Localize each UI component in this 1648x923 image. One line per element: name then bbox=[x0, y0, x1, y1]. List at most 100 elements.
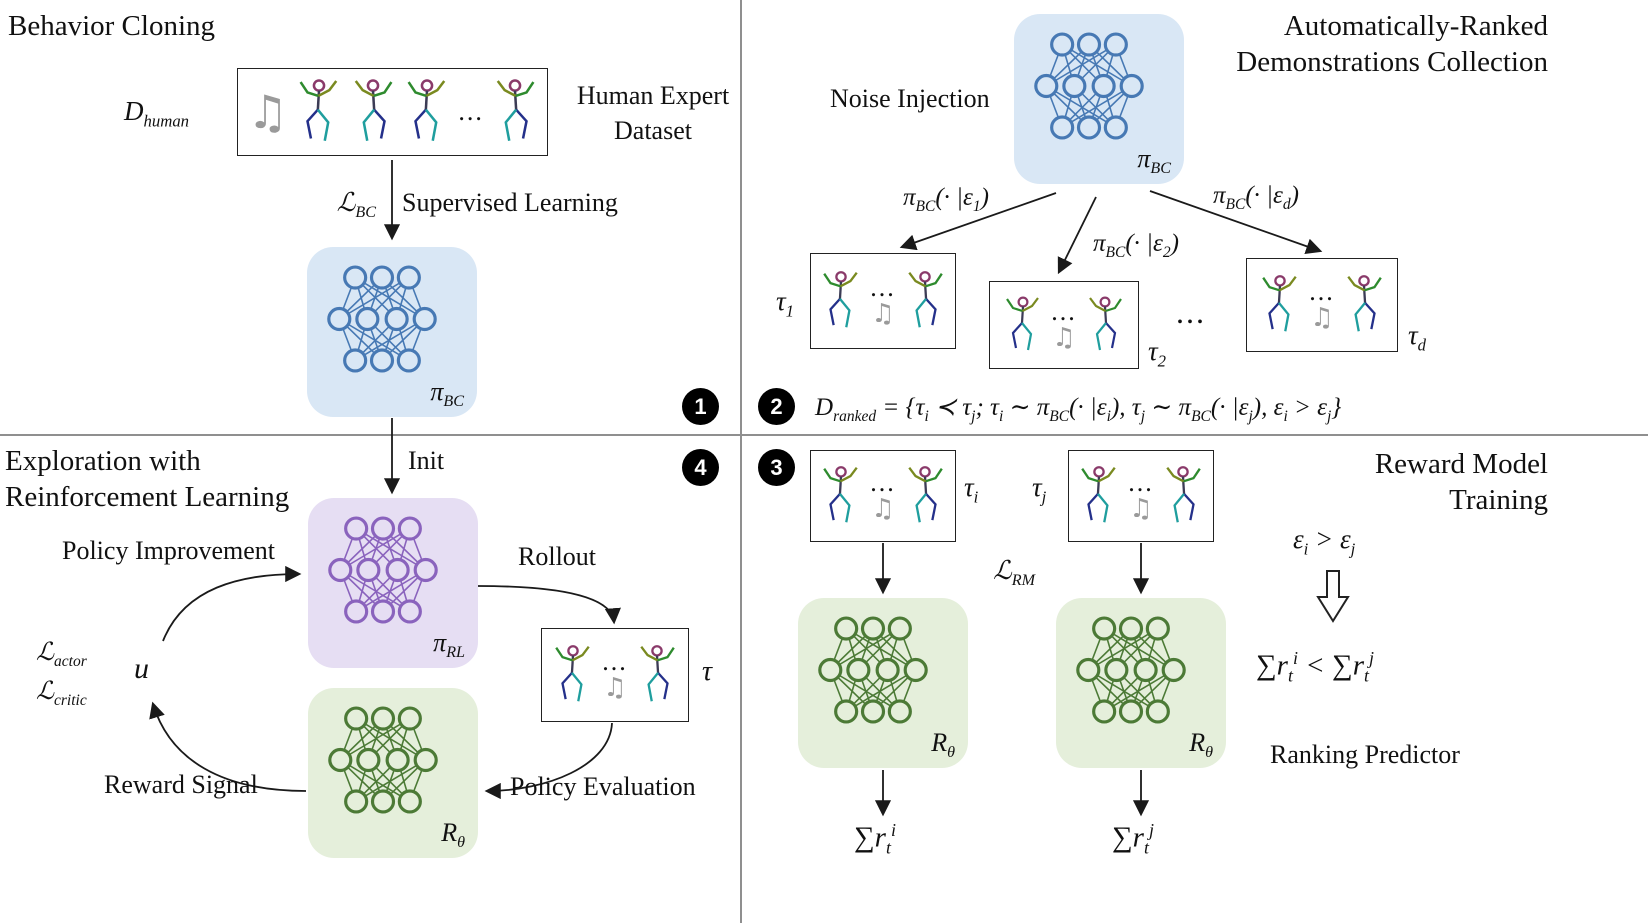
policy-evaluation-label: Policy Evaluation bbox=[510, 772, 696, 801]
ellipsis-text: ... bbox=[1176, 294, 1206, 330]
step-badge-2: 2 bbox=[758, 388, 795, 425]
trajectory-middle: ... ♫ bbox=[1309, 277, 1335, 333]
neural-network-icon bbox=[1034, 32, 1144, 140]
dancer-skeleton-icon bbox=[407, 79, 446, 143]
behavior-cloning-title: Behavior Cloning bbox=[8, 10, 216, 42]
traj-j-label: τj bbox=[1032, 472, 1047, 507]
music-note-icon: ♫ bbox=[247, 85, 289, 139]
rollout-trajectory-label: τ bbox=[702, 656, 713, 687]
trajectory-box-1: ... ♫ bbox=[810, 253, 956, 349]
policy-improvement-label: Policy Improvement bbox=[62, 536, 276, 565]
trajectory-middle: ... ♫ bbox=[1128, 468, 1154, 524]
critic-loss-label: ℒcritic bbox=[36, 678, 87, 710]
bc-loss-label: ℒBC bbox=[336, 188, 376, 222]
music-note-icon: ♫ bbox=[871, 494, 895, 524]
trajectory-middle: ... ♫ bbox=[1051, 299, 1077, 352]
trajectory-middle: ... ♫ bbox=[870, 468, 896, 524]
reward-model-network-j: Rθ bbox=[1056, 598, 1226, 768]
neural-network-icon bbox=[327, 265, 437, 373]
dancer-skeleton-icon bbox=[907, 466, 943, 524]
neural-network-icon bbox=[328, 516, 438, 624]
trajectory-box-j: ... ♫ bbox=[1068, 450, 1214, 542]
reward-model-network-i: Rθ bbox=[798, 598, 968, 768]
branch-mid-label: πBC(· |ε2) bbox=[1093, 230, 1179, 261]
dancer-skeleton-icon bbox=[1088, 296, 1122, 352]
vertical-divider bbox=[740, 0, 742, 923]
music-note-icon: ♫ bbox=[1129, 494, 1153, 524]
rl-policy-network: πRL bbox=[308, 498, 478, 668]
rollout-arrow bbox=[477, 585, 621, 625]
dancer-skeleton-icon bbox=[823, 271, 859, 329]
human-dataset-caption: Human Expert Dataset bbox=[558, 78, 748, 148]
demos-collection-title-line1: Automatically-Ranked bbox=[1283, 10, 1548, 42]
ellipsis-text: ... bbox=[870, 273, 896, 302]
neural-network-icon bbox=[818, 616, 928, 724]
dancer-skeleton-icon bbox=[555, 645, 591, 703]
trajectory-middle: ... ♫ bbox=[870, 273, 896, 329]
supervised-learning-label: Supervised Learning bbox=[402, 188, 618, 217]
policy-improvement-arrow bbox=[162, 565, 302, 642]
actor-critic-losses: ℒactor ℒcritic bbox=[36, 634, 87, 713]
ellipsis-text: ... bbox=[870, 468, 896, 497]
dancer-skeleton-icon bbox=[1006, 296, 1040, 352]
rl-policy-label: πRL bbox=[433, 627, 465, 661]
neural-network-icon bbox=[328, 706, 438, 814]
u-label: u bbox=[134, 652, 149, 685]
noise-branch-mid-arrow bbox=[1057, 196, 1097, 275]
exploration-rl-title: Exploration with Reinforcement Learning bbox=[5, 443, 289, 516]
music-note-icon: ♫ bbox=[871, 299, 895, 329]
return-inequality-label: ∑rti < ∑rtj bbox=[1256, 648, 1374, 686]
reward-signal-label: Reward Signal bbox=[104, 770, 258, 799]
dancer-skeleton-icon bbox=[823, 466, 859, 524]
exploration-rl-title-line1: Exploration with bbox=[5, 445, 201, 477]
step-badge-3: 3 bbox=[758, 449, 795, 486]
dancer-skeleton-icon bbox=[1346, 275, 1382, 333]
noise-injection-label: Noise Injection bbox=[830, 84, 990, 113]
ellipsis-text: ... bbox=[1309, 277, 1335, 306]
traj-i-label: τi bbox=[964, 472, 979, 507]
demos-collection-title: Automatically-Ranked Demonstrations Coll… bbox=[1236, 8, 1548, 81]
hollow-down-arrow-icon bbox=[1316, 570, 1350, 623]
horizontal-divider bbox=[0, 434, 1648, 436]
sum-reward-j-label: ∑rtj bbox=[1112, 820, 1154, 858]
human-dataset-caption-line1: Human Expert bbox=[576, 81, 730, 110]
trajectory-box-i: ... ♫ bbox=[810, 450, 956, 542]
ellipsis-text: ... bbox=[1128, 468, 1154, 497]
reward-model-training-title-line1: Reward Model bbox=[1374, 448, 1548, 480]
trajectory-box-2: ... ♫ bbox=[989, 281, 1139, 369]
dancer-skeleton-icon bbox=[1262, 275, 1298, 333]
dancer-skeleton-icon bbox=[639, 645, 675, 703]
trajectory-middle: ... ♫ bbox=[602, 647, 628, 703]
rm-loss-label: ℒRM bbox=[993, 556, 1035, 590]
actor-loss-label: ℒactor bbox=[36, 639, 87, 670]
bc-policy-label-tr: πBC bbox=[1137, 143, 1171, 177]
exploration-rl-title-line2: Reinforcement Learning bbox=[5, 481, 290, 514]
reward-model-label-rl: Rθ bbox=[441, 817, 465, 851]
music-note-icon: ♫ bbox=[603, 673, 627, 703]
reward-model-training-title-line2: Training bbox=[1449, 484, 1548, 517]
reward-model-training-title: Reward Model Training bbox=[1375, 446, 1548, 519]
music-note-icon: ♫ bbox=[1310, 303, 1334, 333]
epsilon-condition-label: εi > εj bbox=[1293, 524, 1356, 559]
init-label: Init bbox=[408, 446, 445, 475]
reward-model-label-j: Rθ bbox=[1189, 727, 1213, 761]
ellipsis-text: ... bbox=[458, 97, 484, 126]
bc-policy-label: πBC bbox=[430, 376, 464, 410]
step-badge-4: 4 bbox=[682, 449, 719, 486]
branch-right-label: πBC(· |εd) bbox=[1213, 182, 1299, 213]
bc-policy-network: πBC bbox=[307, 247, 477, 417]
human-dataset-caption-line2: Dataset bbox=[614, 116, 692, 146]
neural-network-icon bbox=[1076, 616, 1186, 724]
reward-model-network-rl: Rθ bbox=[308, 688, 478, 858]
ranked-dataset-formula: Dranked = {τi ≺ τj; τi ∼ πBC(· |εi), τj … bbox=[815, 394, 1342, 425]
traj-d-label: τd bbox=[1408, 320, 1427, 355]
dancer-skeleton-icon bbox=[1165, 466, 1201, 524]
ellipsis-text: ... bbox=[602, 647, 628, 676]
dancer-skeleton-icon bbox=[299, 79, 338, 143]
rollout-label: Rollout bbox=[518, 542, 597, 571]
trajectory-box-d: ... ♫ bbox=[1246, 258, 1398, 352]
dancer-skeleton-icon bbox=[907, 271, 943, 329]
traj-2-label: τ2 bbox=[1148, 336, 1167, 371]
dancer-skeleton-icon bbox=[354, 79, 394, 143]
ranking-predictor-label: Ranking Predictor bbox=[1270, 740, 1460, 769]
